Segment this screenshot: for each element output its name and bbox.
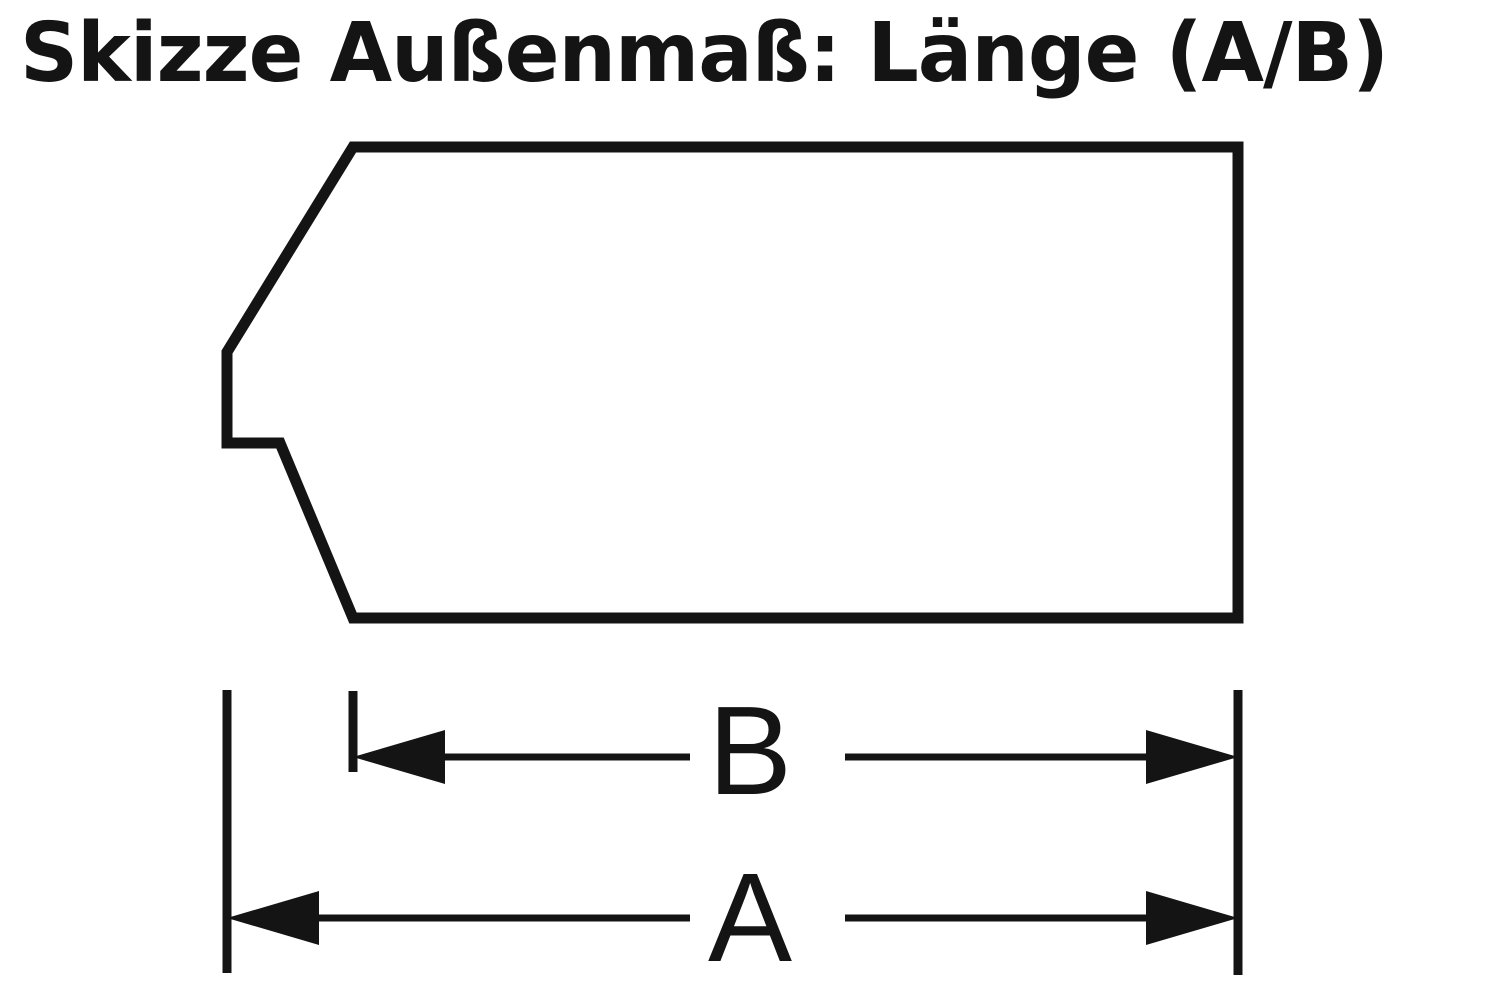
part-outline-shape <box>221 141 1244 624</box>
arrowhead-right-b-icon <box>1146 730 1238 784</box>
arrowhead-right-a-icon <box>1146 891 1238 945</box>
page-title: Skizze Außenmaß: Länge (A/B) <box>20 6 1389 101</box>
dimension-label-b: B <box>707 680 793 821</box>
dimension-label-a: A <box>707 847 793 988</box>
arrowhead-left-a-icon <box>227 891 319 945</box>
arrowhead-left-b-icon <box>353 730 445 784</box>
